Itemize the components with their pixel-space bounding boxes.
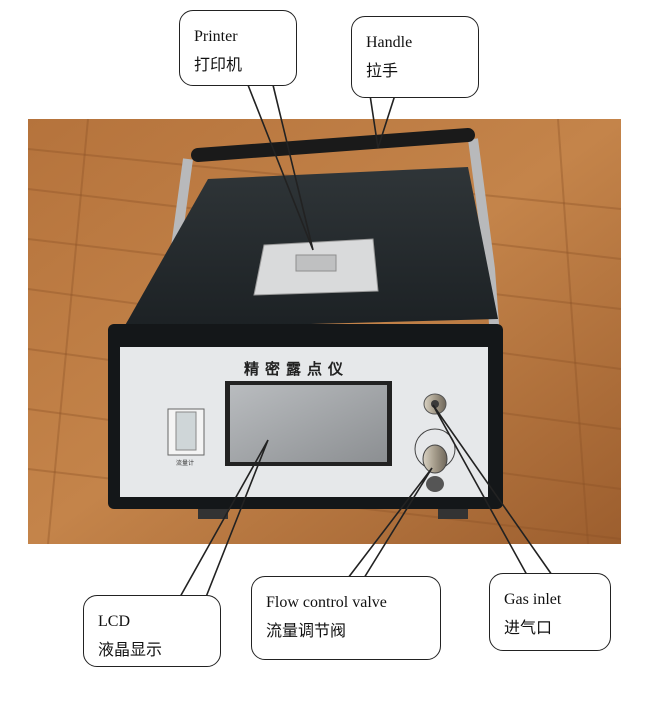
handle-grip xyxy=(191,128,475,162)
callout-printer-cn: 打印机 xyxy=(194,55,243,74)
callout-handle-en: Handle xyxy=(366,34,413,51)
callout-handle-cn: 拉手 xyxy=(366,61,399,80)
callout-printer-en: Printer xyxy=(194,28,238,45)
callout-lcd-cn: 液晶显示 xyxy=(98,640,163,659)
callout-flow-valve: Flow control valve 流量调节阀 xyxy=(251,576,441,660)
callout-handle: Handle 拉手 xyxy=(351,16,479,98)
callout-lcd: LCD 液晶显示 xyxy=(83,595,221,667)
flow-valve-knob xyxy=(422,444,448,474)
lcd-screen xyxy=(230,385,387,462)
callout-printer: Printer 打印机 xyxy=(179,10,297,86)
callout-flow-valve-cn: 流量调节阀 xyxy=(266,621,347,640)
panel-title: 精密露点仪 xyxy=(244,360,349,378)
instrument-photo: 精密露点仪 流量计 xyxy=(28,119,621,544)
callout-gas-inlet-cn: 进气口 xyxy=(504,618,553,637)
callout-gas-inlet-en: Gas inlet xyxy=(504,591,562,608)
flowmeter-label: 流量计 xyxy=(176,459,194,467)
callout-flow-valve-en: Flow control valve xyxy=(266,594,387,611)
callout-gas-inlet: Gas inlet 进气口 xyxy=(489,573,611,651)
callout-lcd-en: LCD xyxy=(98,613,130,630)
